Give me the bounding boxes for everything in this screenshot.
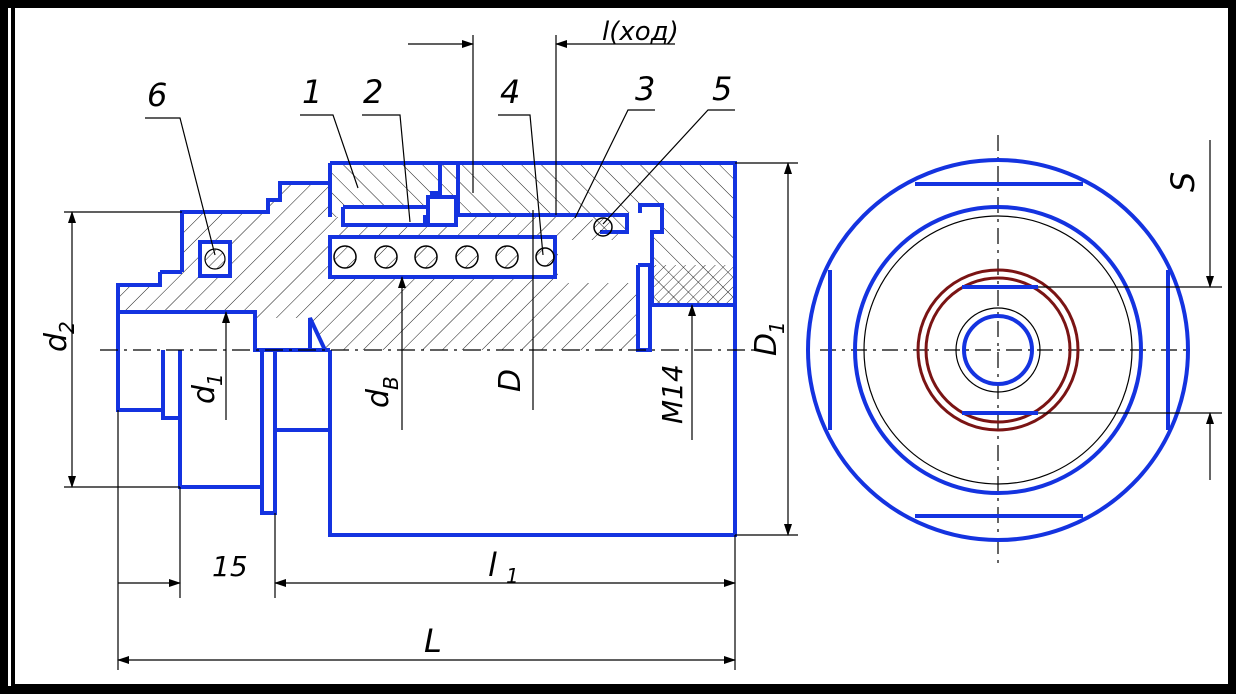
dim-15: 15 [212,550,248,583]
bore [962,314,1034,386]
dim-d2: d [39,332,74,352]
spring-groove [328,235,557,279]
seal-ring-inner [924,276,1072,424]
plug-2 [426,195,458,227]
dim-dB: d [361,388,396,408]
callout-5: 5 [712,70,732,108]
dim-D1-sub: 1 [765,321,789,334]
dim-l1: l [488,546,497,584]
section-view: 6 1 2 4 3 5 l(ход) d 2 d 1 d B D M14 D 1… [39,17,798,670]
spring-4 [333,245,555,269]
callout-6: 6 [147,76,167,114]
dim-d1: d [187,384,222,404]
callout-4: 4 [500,73,520,111]
dim-M14: M14 [656,364,689,424]
ball-5 [593,217,613,237]
dimension-lines [64,35,798,670]
end-view: S [806,135,1222,565]
middle-circle [853,205,1143,495]
dim-D: D [493,369,528,392]
bore-outer [955,307,1041,393]
dim-D1: D [749,333,784,356]
callout-3: 3 [635,70,655,108]
dim-l1-sub: 1 [506,564,519,588]
dim-L: L [424,622,442,660]
outer-circle [806,158,1190,542]
seal-ring-outer [916,268,1080,432]
dim-dB-sub: B [379,376,403,390]
dim-S: S [1164,172,1202,192]
stroke-label: l(ход) [602,17,679,47]
thread-hatch [654,265,734,305]
drawing-frame [11,3,1232,688]
callout-2: 2 [363,73,383,111]
callout-1: 1 [302,73,322,111]
thin-circle [863,215,1133,485]
labels: 6 1 2 4 3 5 l(ход) d 2 d 1 d B D M14 D 1… [39,17,789,660]
dim-d1-sub: 1 [203,373,227,386]
seal-ring-6-section [204,248,226,270]
dim-d2-sub: 2 [55,321,79,334]
